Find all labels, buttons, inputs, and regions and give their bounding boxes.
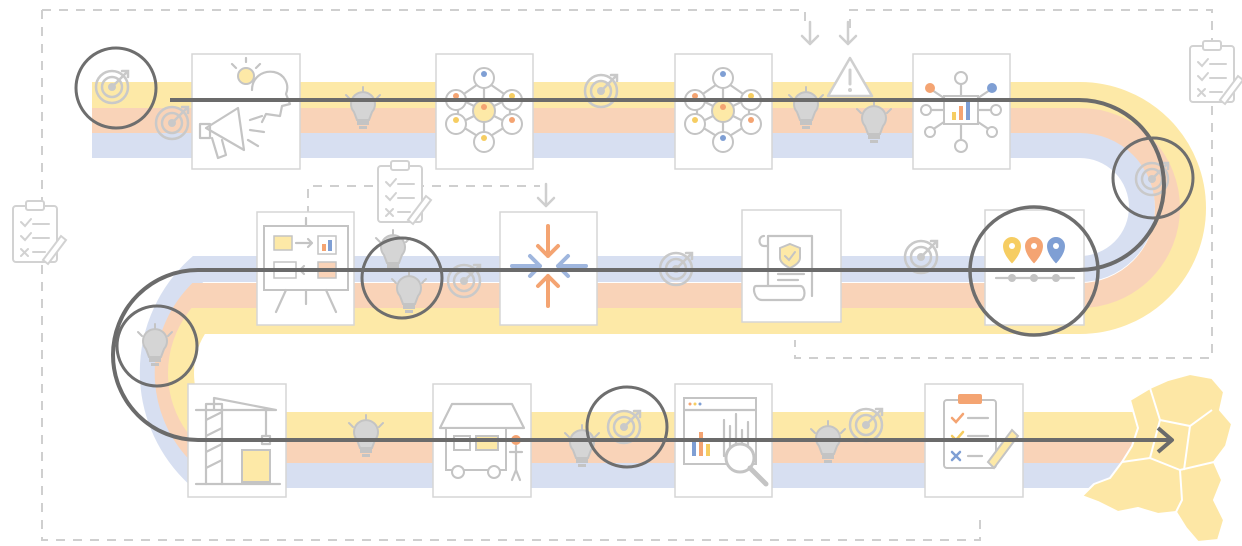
station-idea-megaphone: [192, 54, 300, 169]
station-certificate-scroll: [742, 210, 841, 322]
down-arrow-icon: [802, 22, 818, 44]
station-location-pins-timeline: [985, 210, 1084, 325]
station-data-hub: [913, 54, 1010, 169]
clipboard-icon: [1190, 41, 1242, 104]
decor-target-1: [96, 71, 128, 103]
station-team-network-2: [675, 54, 772, 169]
clipboard-icon: [13, 201, 66, 264]
down-arrow-icon: [538, 184, 554, 206]
warning-icon: [828, 58, 872, 96]
decor-target-3: [585, 75, 617, 107]
clipboard-icon: [378, 161, 431, 224]
station-team-network-1: [436, 54, 533, 169]
down-arrow-icon: [840, 22, 856, 44]
decor-target-9: [850, 409, 882, 441]
decor-target-2: [156, 107, 188, 139]
